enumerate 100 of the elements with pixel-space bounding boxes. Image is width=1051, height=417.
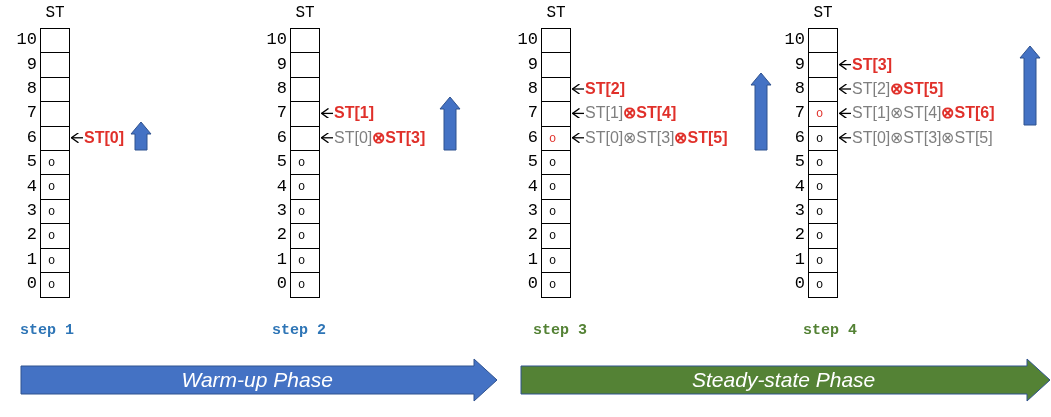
row-number: 9 (526, 54, 538, 75)
annotation-text: ST[3] (852, 54, 892, 75)
stack-cell (40, 52, 70, 79)
stack-column (40, 4, 70, 297)
row-number: 2 (793, 225, 805, 246)
stack-cell: o (40, 150, 70, 176)
stack-cell: o (40, 198, 70, 225)
stack-cell: o (541, 174, 571, 201)
stack-cell: o (808, 223, 838, 250)
stack-cell: o (541, 150, 571, 176)
stack-cell: o (40, 223, 70, 250)
row-number: 9 (25, 54, 37, 75)
arrow (838, 83, 852, 95)
row-number: 2 (25, 225, 37, 246)
arrow (571, 83, 585, 95)
phase-arrow (20, 358, 498, 402)
row-number: 9 (793, 54, 805, 75)
column-heading: ST (294, 4, 316, 22)
annotation-text: ST[1]⊗ST[4] (585, 103, 677, 124)
stack-cell: o (808, 174, 838, 201)
row-number: 8 (25, 79, 37, 99)
row-number: 1 (526, 249, 538, 270)
stack-cell: o (541, 272, 571, 298)
stack-cell (40, 28, 70, 54)
arrow (571, 132, 585, 144)
row-number: 5 (25, 152, 37, 173)
annotation-text: ST[1] (334, 103, 374, 124)
row-number: 3 (793, 201, 805, 221)
stack-cell: o (808, 125, 838, 152)
row-number: 7 (526, 103, 538, 124)
row-number: 3 (526, 201, 538, 221)
arrow (320, 107, 334, 120)
row-number: 7 (793, 103, 805, 124)
row-number: 9 (275, 54, 287, 75)
stack-cell: o (290, 150, 320, 176)
annotation-text: ST[2]⊗ST[5] (852, 79, 944, 99)
annotation-text: ST[2] (585, 79, 625, 99)
row-number: 2 (275, 225, 287, 246)
stack-cell: o (40, 174, 70, 201)
stack-cell (40, 125, 70, 152)
step-label: step 3 (533, 322, 587, 339)
row-number: 0 (275, 274, 287, 295)
row-number: 0 (793, 274, 805, 295)
stack-column (808, 4, 838, 297)
row-number: 4 (526, 176, 538, 197)
row-number: 7 (275, 103, 287, 124)
row-number: 10 (265, 30, 287, 51)
step-label: step 4 (803, 322, 857, 339)
annotation-text: ST[1]⊗ST[4]⊗ST[6] (852, 103, 995, 124)
annotation-text: ST[0]⊗ST[3]⊗ST[5] (852, 127, 993, 148)
stack-cell (808, 52, 838, 79)
stack-cell (808, 28, 838, 54)
row-number: 5 (793, 152, 805, 173)
stack-cell: o (808, 272, 838, 298)
stack-cell: o (40, 272, 70, 298)
stack-cell (541, 76, 571, 103)
stack-cell: o (290, 272, 320, 298)
stack-cell: o (541, 223, 571, 250)
arrow (571, 107, 585, 120)
stack-cell: o (541, 247, 571, 274)
row-number: 4 (25, 176, 37, 197)
arrow (838, 107, 852, 120)
stack-cell: o (808, 101, 838, 128)
stack-cell: o (40, 247, 70, 274)
row-number: 1 (275, 249, 287, 270)
row-number: 2 (526, 225, 538, 246)
row-number: 0 (25, 274, 37, 295)
stack-cell: o (290, 247, 320, 274)
stack-cell: o (808, 198, 838, 225)
stack-cell: o (808, 247, 838, 274)
row-number: 6 (793, 127, 805, 148)
row-number: 4 (793, 176, 805, 197)
stack-cell (290, 76, 320, 103)
row-number: 1 (793, 249, 805, 270)
stack-cell (290, 28, 320, 54)
stack-cell: o (541, 198, 571, 225)
row-number: 1 (25, 249, 37, 270)
stack-column (290, 4, 320, 297)
column-heading: ST (545, 4, 567, 22)
row-number: 7 (25, 103, 37, 124)
column-heading: ST (44, 4, 66, 22)
row-number: 4 (275, 176, 287, 197)
phase-label: Steady-state Phase (692, 367, 876, 393)
phase-label: Warm-up Phase (181, 367, 333, 393)
stack-cell: o (290, 174, 320, 201)
row-number: 10 (15, 30, 37, 51)
row-number: 3 (25, 201, 37, 221)
step-label: step 1 (20, 322, 74, 339)
arrow (838, 132, 852, 144)
step-label: step 2 (272, 322, 326, 339)
arrow (320, 132, 334, 144)
row-number: 5 (275, 152, 287, 173)
arrow (70, 132, 84, 144)
row-number: 3 (275, 201, 287, 221)
stack-cell (290, 125, 320, 152)
row-number: 10 (516, 30, 538, 51)
row-number: 0 (526, 274, 538, 295)
phase-arrow (520, 358, 1051, 402)
annotation-text: ST[0] (84, 127, 124, 148)
arrow (838, 58, 852, 71)
